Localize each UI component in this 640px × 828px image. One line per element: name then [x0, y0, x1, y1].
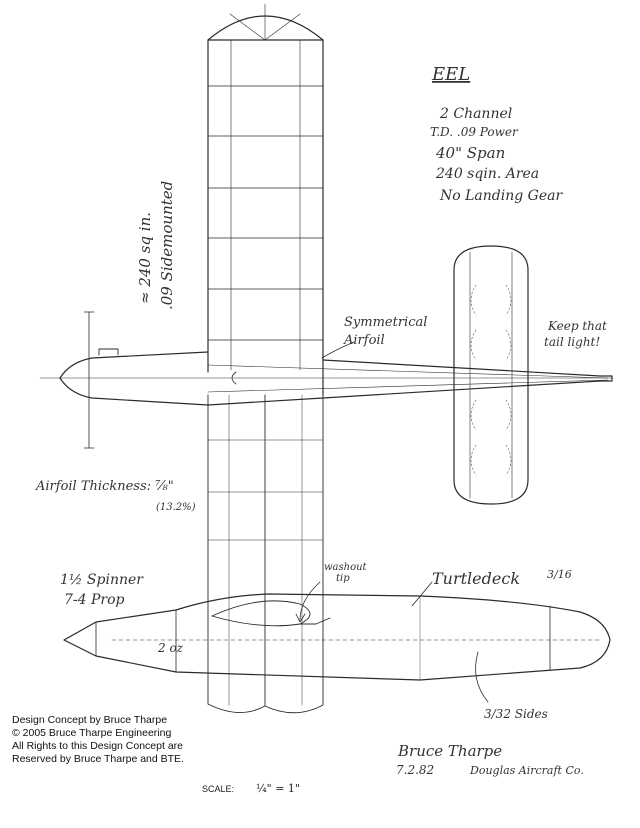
tail-note-line2: tail light!: [544, 335, 600, 349]
wing-note: ≈ 240 sq in. .09 Sidemounted: [136, 181, 176, 310]
credit-line: Design Concept by Bruce Tharpe: [12, 714, 168, 726]
scale-label: SCALE:: [202, 784, 234, 794]
spec-list: 2 Channel T.D. .09 Power 40" Span 240 sq…: [430, 106, 563, 204]
stabilizer-top-view: [453, 245, 529, 505]
fuselage-weight-label: 2 oz: [157, 641, 184, 655]
scale-value: ¼" = 1": [256, 782, 300, 795]
signature: Bruce Tharpe: [397, 742, 502, 760]
washout-tip-label: tip: [336, 573, 350, 584]
prop-note: 7-4 Prop: [64, 592, 125, 608]
company-label: Douglas Aircraft Co.: [469, 764, 584, 777]
date-line: 7.2.82: [396, 763, 434, 777]
credit-line: Reserved by Bruce Tharpe and BTE.: [12, 753, 184, 765]
spec-line: 40" Span: [435, 144, 505, 162]
fuselage-top-view: [39, 311, 613, 449]
washout-label: washout: [324, 562, 368, 573]
tail-note-line1: Keep that: [547, 319, 607, 333]
airfoil-thickness-percent: (13.2%): [156, 502, 196, 513]
sides-label: 3/32 Sides: [484, 707, 548, 721]
spinner-note: 1½ Spinner: [60, 572, 144, 588]
spec-line: 2 Channel: [439, 106, 512, 122]
fuselage-side-view: [63, 581, 611, 703]
plane-title: EEL: [431, 64, 470, 85]
wing-planform: [207, 3, 324, 714]
credit-line: All Rights to this Design Concept are: [12, 740, 183, 752]
engine-mount-text: .09 Sidemounted: [158, 181, 176, 310]
spec-line: No Landing Gear: [439, 188, 563, 204]
spec-line: T.D. .09 Power: [430, 125, 519, 139]
airfoil-thickness-label: Airfoil Thickness: ⅞": [35, 479, 174, 494]
turtledeck-label: Turtledeck: [432, 569, 520, 588]
design-credits: Design Concept by Bruce Tharpe © 2005 Br…: [12, 714, 184, 766]
turtledeck-fraction: 3/16: [547, 568, 572, 581]
airfoil-label: Airfoil: [343, 333, 385, 348]
wing-area-text: ≈ 240 sq in.: [136, 212, 154, 304]
symmetrical-label: Symmetrical: [344, 315, 427, 330]
spec-line: 240 sqin. Area: [435, 166, 539, 182]
credit-line: © 2005 Bruce Tharpe Engineering: [12, 727, 172, 739]
